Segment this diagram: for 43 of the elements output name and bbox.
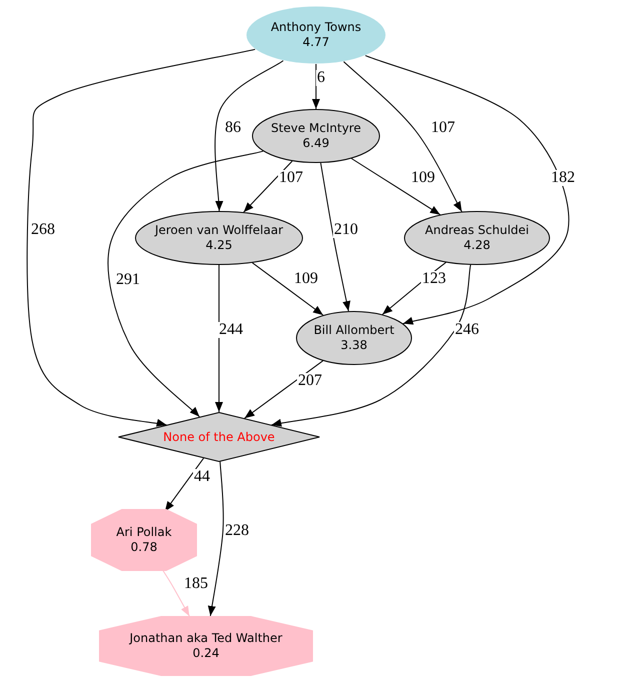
candidate-name: Anthony Towns [270, 20, 362, 35]
arrow [252, 262, 324, 316]
arrow [351, 158, 441, 216]
candidate-ellipse [252, 109, 380, 163]
edge-label: 244 [218, 322, 244, 338]
score-value: 4.77 [302, 35, 330, 50]
arrow [164, 458, 204, 512]
arrow [343, 61, 462, 212]
arrow [364, 55, 570, 325]
arrow [214, 60, 284, 212]
candidate-name: Steve McIntyre [271, 121, 361, 136]
arrow [244, 360, 324, 419]
candidate-name: Andreas Schuldei [425, 223, 529, 238]
score-value: 0.24 [192, 646, 220, 661]
candidate-octagon [91, 509, 197, 571]
arrow [320, 162, 350, 312]
candidate-name: Jonathan aka Ted Walther [130, 631, 282, 646]
candidate-ellipse [296, 311, 412, 365]
arrow [243, 160, 293, 213]
candidate-ellipse [404, 211, 550, 265]
candidate-octagon [99, 616, 313, 676]
score-value: 4.25 [206, 238, 232, 253]
candidate-ellipse [135, 211, 303, 265]
score-value: 0.78 [130, 540, 158, 555]
candidate-name: None of the Above [163, 430, 275, 444]
arrow [162, 568, 190, 617]
arrow [270, 264, 472, 427]
arrow [208, 461, 224, 616]
arrow [108, 150, 264, 418]
candidate-ellipse [246, 6, 386, 64]
score-value: 6.49 [302, 136, 330, 151]
candidate-name: Jeroen van Wolffelaar [154, 223, 284, 238]
edge-label: 182 [550, 170, 576, 186]
arrow [215, 264, 223, 412]
score-value: 3.38 [340, 338, 368, 353]
edge-label: 6 [316, 70, 326, 86]
edge-label: 210 [333, 222, 359, 238]
option-diamond [118, 412, 320, 462]
score-value: 4.28 [464, 238, 490, 253]
arrow [312, 64, 320, 110]
arrow [26, 48, 256, 428]
candidate-name: Bill Allombert [314, 323, 394, 338]
candidate-name: Ari Pollak [116, 525, 172, 540]
